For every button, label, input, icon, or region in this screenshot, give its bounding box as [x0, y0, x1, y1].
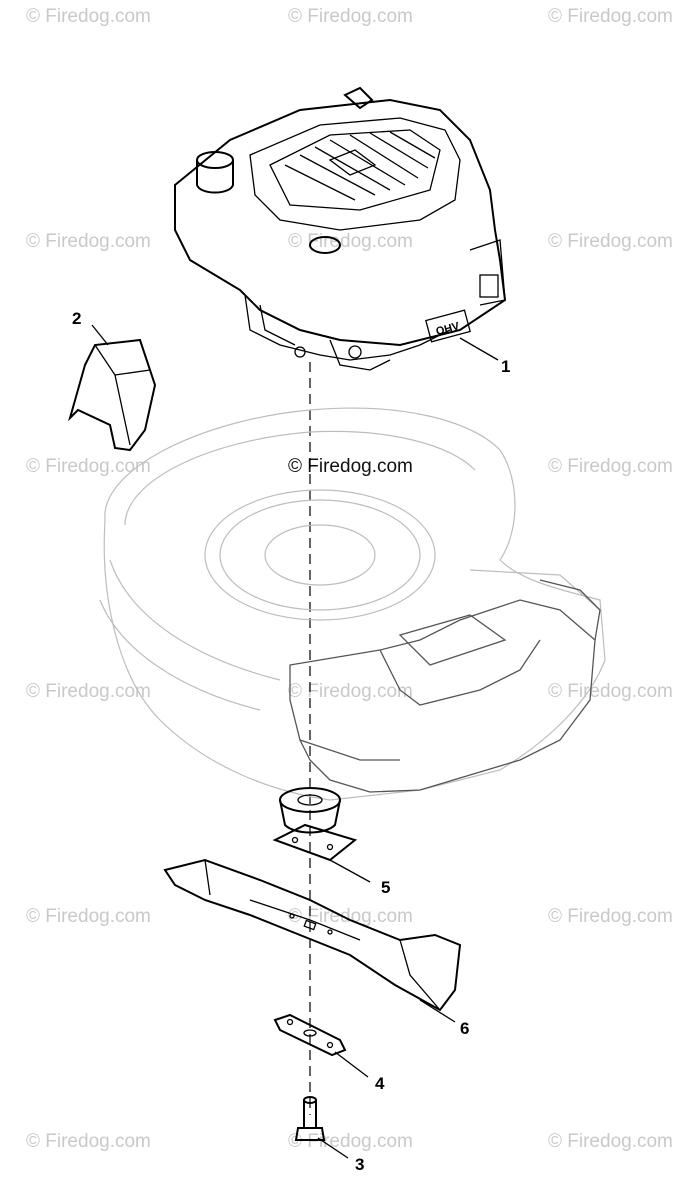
blade — [163, 858, 462, 1012]
watermark: © Firedog.com — [548, 6, 673, 27]
watermark: © Firedog.com — [26, 681, 151, 702]
watermark: © Firedog.com — [288, 1131, 413, 1152]
watermark: © Firedog.com — [288, 6, 413, 27]
leader-4 — [334, 1051, 369, 1078]
engine-grille — [269, 129, 441, 211]
leader-6 — [419, 999, 456, 1023]
leader-3 — [317, 1137, 349, 1159]
watermark: © Firedog.com — [288, 681, 413, 702]
callout-3[interactable]: 3 — [355, 1155, 364, 1174]
watermark: © Firedog.com — [288, 906, 413, 927]
blade-bolt — [294, 1096, 326, 1141]
watermark: © Firedog.com — [288, 231, 413, 252]
watermark: © Firedog.com — [26, 456, 151, 477]
watermark: © Firedog.com — [26, 231, 151, 252]
callout-1[interactable]: 1 — [501, 357, 510, 376]
chute-flap — [67, 338, 157, 452]
watermark: © Firedog.com — [548, 231, 673, 252]
watermark: © Firedog.com — [548, 456, 673, 477]
watermark: © Firedog.com — [548, 1131, 673, 1152]
callout-2[interactable]: 2 — [72, 309, 81, 328]
callout-6[interactable]: 6 — [460, 1019, 469, 1038]
mower-deck — [99, 407, 606, 801]
blade-adapter — [272, 787, 358, 862]
watermark-center: © Firedog.com — [288, 456, 413, 477]
blade-washer — [273, 1013, 347, 1057]
leader-2 — [91, 324, 109, 346]
leader-5 — [329, 859, 371, 883]
watermark: © Firedog.com — [26, 6, 151, 27]
watermark: © Firedog.com — [548, 906, 673, 927]
watermark: © Firedog.com — [26, 906, 151, 927]
watermark: © Firedog.com — [548, 681, 673, 702]
watermark: © Firedog.com — [26, 1131, 151, 1152]
leader-1 — [459, 337, 499, 361]
callout-4[interactable]: 4 — [375, 1074, 385, 1093]
engine: OHV — [174, 86, 507, 371]
callout-5[interactable]: 5 — [381, 878, 390, 897]
